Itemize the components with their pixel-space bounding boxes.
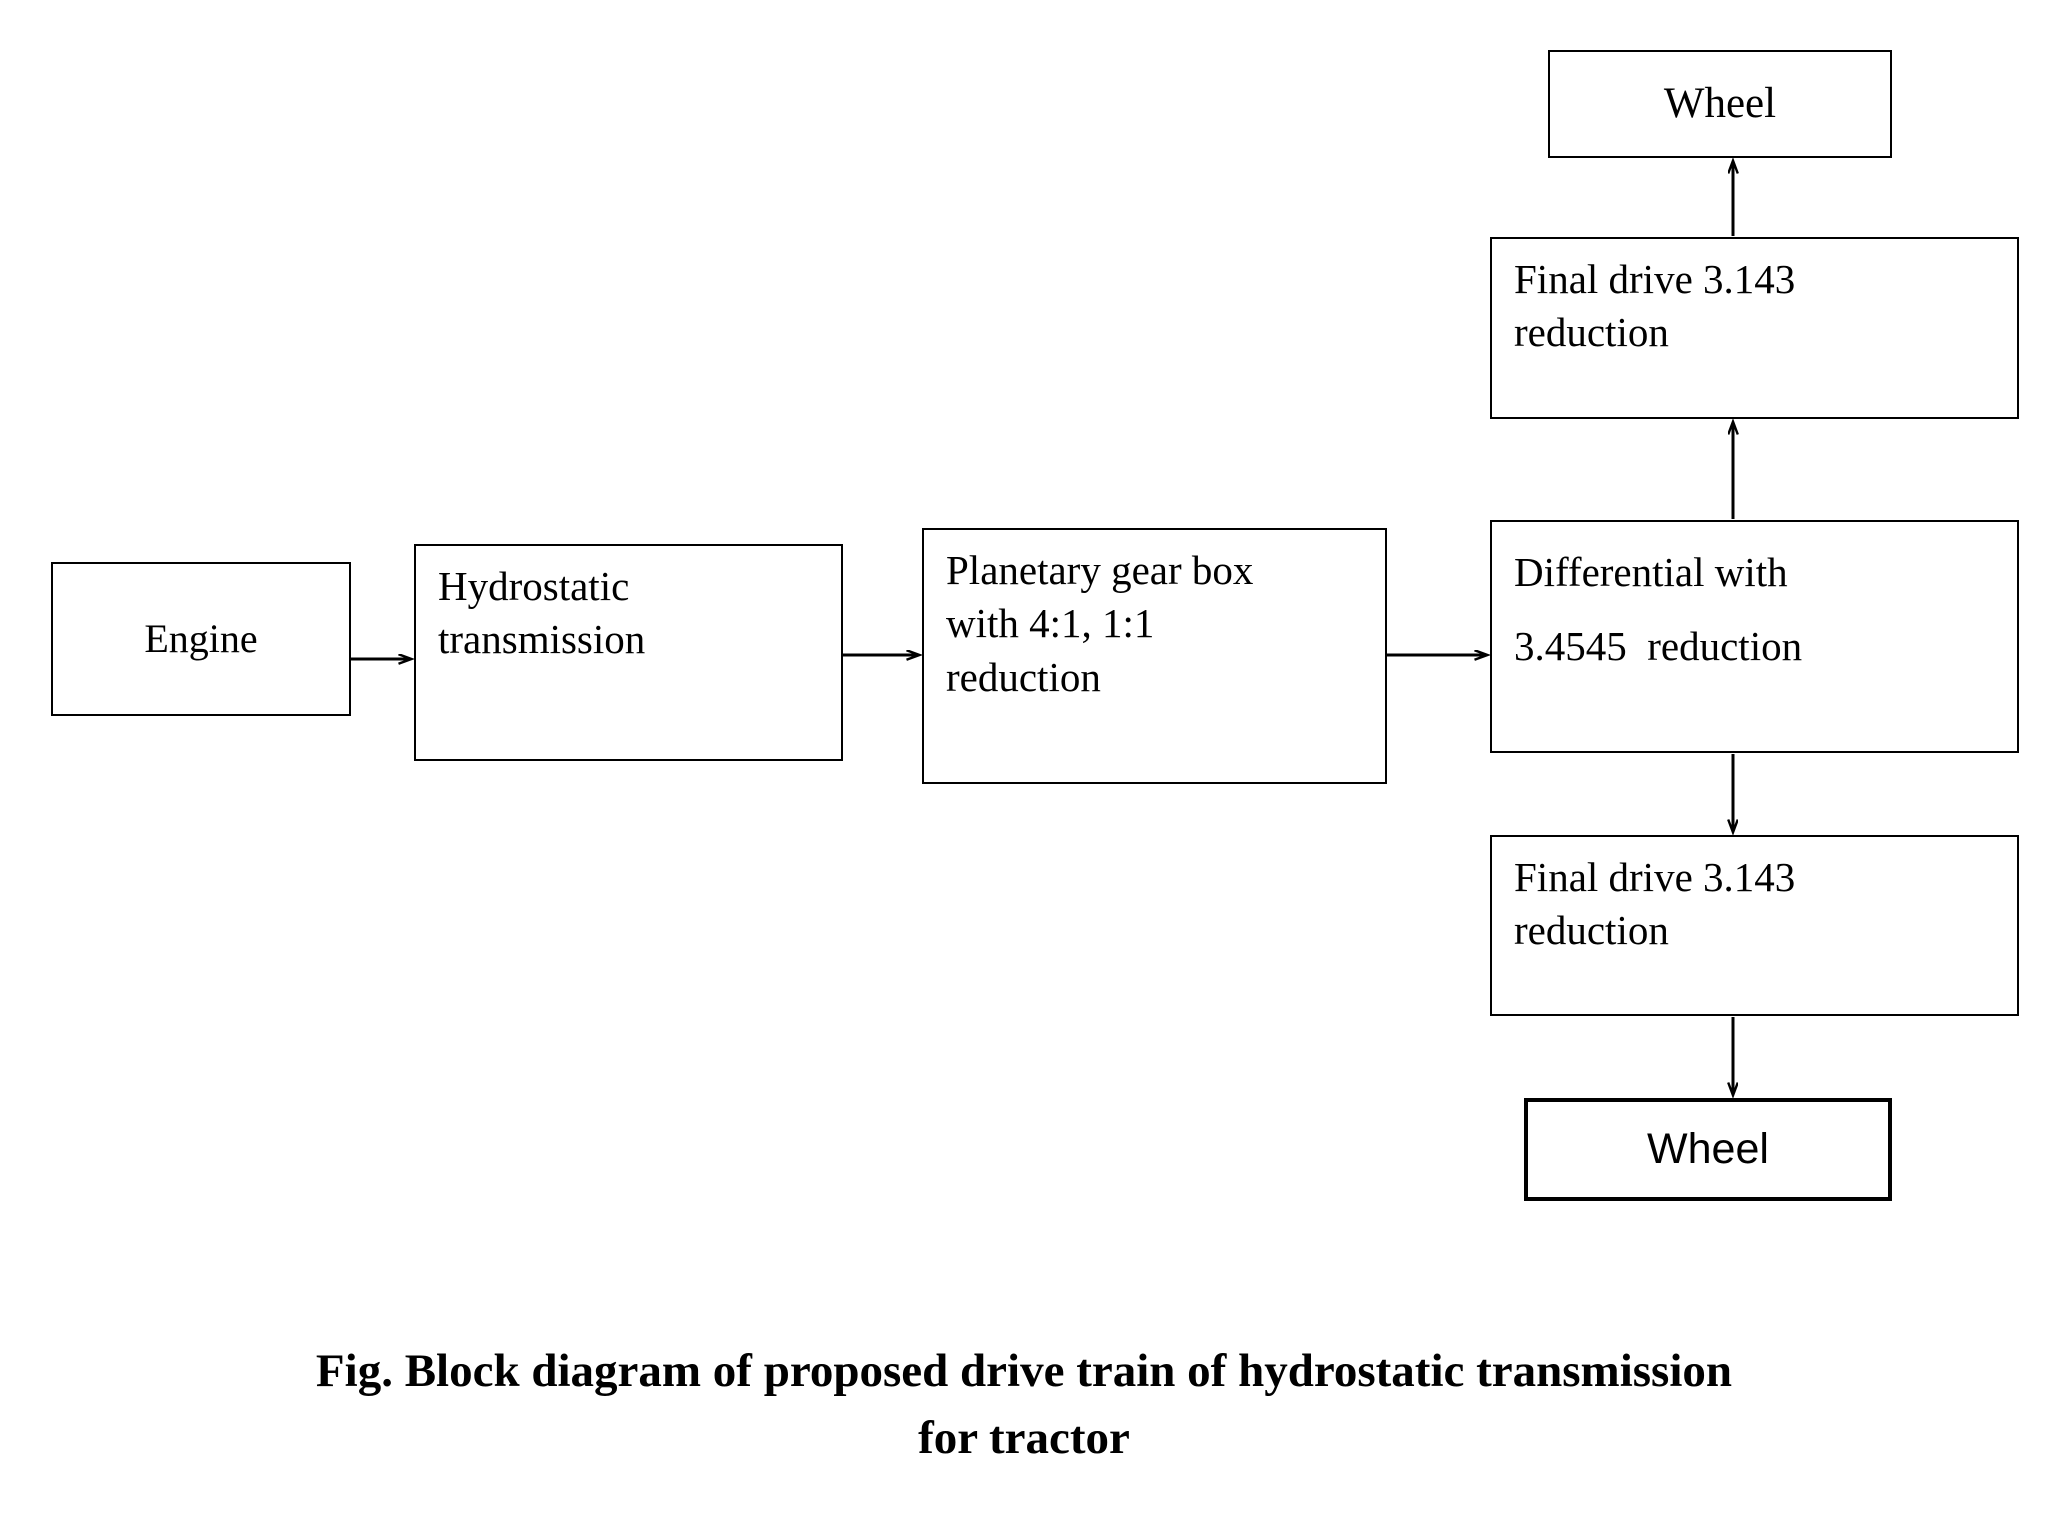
figure-caption-line-2: for tractor — [918, 1411, 1130, 1464]
figure-caption: Fig. Block diagram of proposed drive tra… — [0, 1338, 2048, 1471]
node-hydrostatic-transmission: Hydrostatic transmission — [414, 544, 843, 761]
node-wheel-top: Wheel — [1548, 50, 1892, 158]
node-wheel-bottom-label: Wheel — [1647, 1124, 1769, 1173]
node-engine: Engine — [51, 562, 351, 716]
node-planetary-gear-box: Planetary gear box with 4:1, 1:1 reducti… — [922, 528, 1387, 784]
node-wheel-bottom: Wheel — [1524, 1098, 1892, 1201]
node-final-drive-top: Final drive 3.143 reduction — [1490, 237, 2019, 419]
figure-caption-line-1: Fig. Block diagram of proposed drive tra… — [315, 1345, 1733, 1397]
node-final-drive-bottom: Final drive 3.143 reduction — [1490, 835, 2019, 1016]
node-engine-label: Engine — [144, 616, 258, 661]
node-differential: Differential with 3.4545 reduction — [1490, 520, 2019, 753]
node-wheel-top-label: Wheel — [1663, 80, 1777, 128]
